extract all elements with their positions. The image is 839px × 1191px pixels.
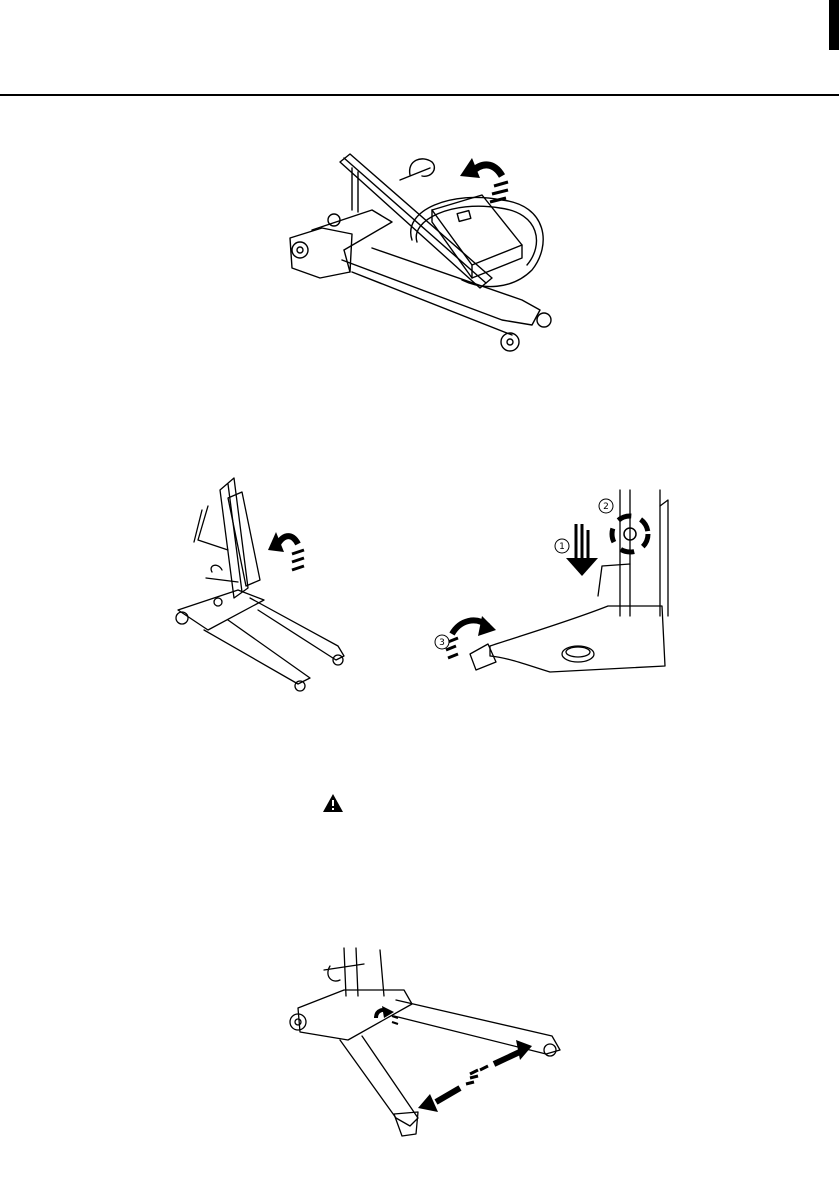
figure-legs-spread (284, 946, 564, 1146)
figure-folded-lift (282, 150, 562, 360)
legs-spread-drawing (284, 946, 564, 1146)
curved-arrow-icon (268, 532, 304, 570)
figure-mast-lock-detail: 2 1 3 (430, 486, 670, 681)
callout-3: 3 (435, 635, 449, 649)
callout-2: 2 (599, 499, 613, 513)
svg-text:3: 3 (439, 638, 445, 648)
header-rule (0, 94, 839, 96)
lift-standing-drawing (168, 470, 358, 695)
push-down-arrow-icon (566, 524, 598, 576)
spread-right-arrow-icon (470, 1040, 532, 1074)
curved-arrow-icon (460, 158, 508, 202)
callout-1: 1 (555, 539, 569, 553)
svg-text:1: 1 (559, 542, 565, 552)
folded-lift-drawing (282, 150, 562, 360)
figure-lift-standing (168, 470, 358, 695)
warning-triangle-icon (322, 793, 344, 813)
svg-text:2: 2 (603, 502, 609, 512)
page-edge-tab (829, 0, 839, 50)
curved-arrow-icon (376, 1006, 398, 1024)
curved-arrow-icon (446, 616, 496, 658)
spread-left-arrow-icon (418, 1076, 478, 1112)
mast-lock-drawing: 2 1 3 (430, 486, 670, 681)
